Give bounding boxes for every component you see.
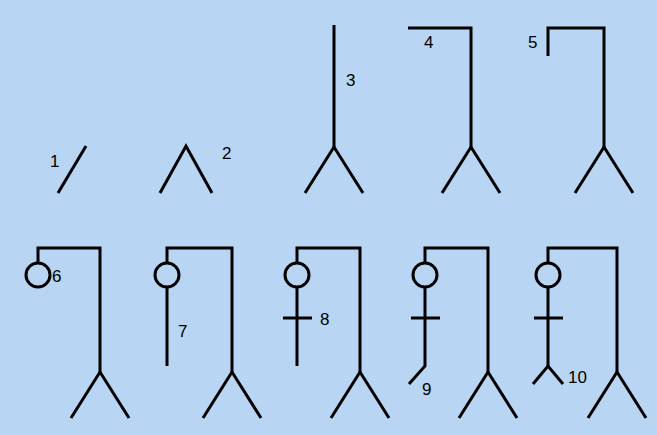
gallows-base: [588, 372, 646, 418]
gallows-base: [71, 372, 129, 418]
gallows-base: [442, 147, 500, 193]
body: [547, 287, 550, 366]
callout-number: 2: [222, 145, 231, 162]
body: [296, 287, 299, 366]
head: [285, 263, 309, 287]
head: [413, 263, 437, 287]
body: [166, 287, 169, 366]
gallows-base: [331, 372, 389, 418]
gallows-base: [459, 372, 517, 418]
gallows-pole: [333, 25, 336, 147]
gallows-base: [575, 147, 633, 193]
head: [26, 263, 50, 287]
callout-number: 10: [568, 369, 587, 386]
gallows-leg: [58, 146, 86, 193]
head: [536, 263, 560, 287]
callout-number: 4: [424, 34, 433, 51]
gallows-base: [203, 372, 261, 418]
callout-number: 3: [346, 72, 355, 89]
arms: [411, 317, 440, 320]
head: [155, 263, 179, 287]
body: [409, 287, 425, 384]
callout-number: 7: [178, 323, 187, 340]
callout-number: 9: [422, 381, 431, 398]
arms: [283, 317, 312, 320]
callout-number: 6: [52, 268, 61, 285]
gallows-pole: [408, 28, 471, 147]
callout-number: 8: [320, 311, 329, 328]
gallows-base: [160, 146, 212, 193]
gallows-pole: [548, 28, 604, 147]
arms: [534, 317, 563, 320]
legs: [533, 366, 563, 384]
gallows-base: [305, 147, 363, 193]
callout-number: 5: [528, 34, 537, 51]
callout-number: 1: [50, 153, 59, 170]
